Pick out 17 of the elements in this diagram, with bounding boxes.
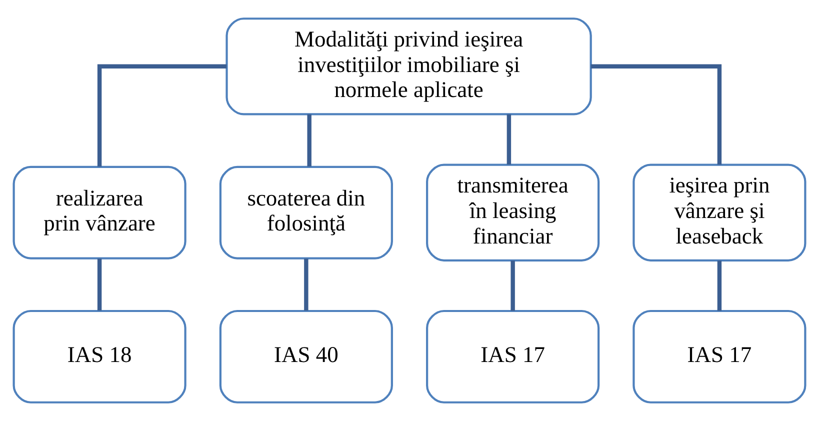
- node-box: IAS 17: [426, 310, 600, 404]
- connector: [307, 114, 312, 167]
- node-box: ieşirea prin vânzare şi leaseback: [632, 164, 806, 262]
- node-box: realizarea prin vânzare: [12, 166, 186, 260]
- connector: [717, 260, 722, 311]
- node-box: Modalităţi privind ieşirea investiţiilor imobiliare şi normele aplicate: [226, 18, 592, 116]
- node-box: IAS 18: [12, 310, 186, 404]
- node-box: IAS 17: [632, 310, 806, 404]
- connector: [510, 260, 515, 311]
- node-box: IAS 40: [219, 310, 393, 404]
- connector: [506, 114, 512, 165]
- node-box: transmiterea în leasing financiar: [426, 164, 600, 262]
- node-box: scoaterea din folosinţă: [219, 166, 393, 260]
- connector: [590, 64, 722, 165]
- connector: [97, 64, 227, 167]
- connector: [97, 258, 102, 311]
- connector: [304, 258, 308, 311]
